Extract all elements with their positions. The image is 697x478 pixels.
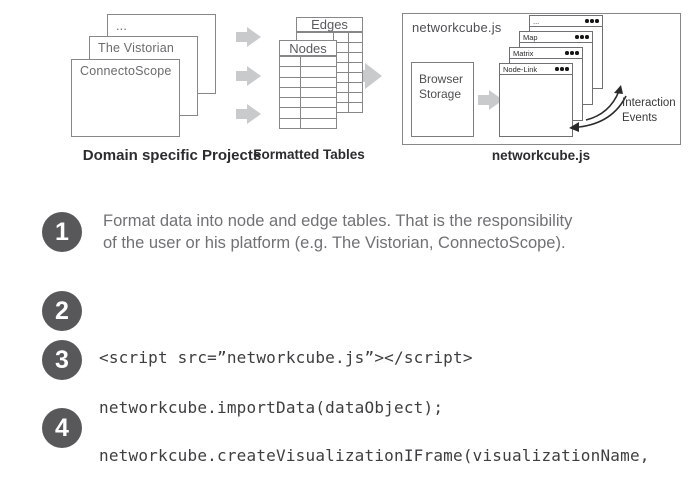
interaction-arrows-icon (569, 85, 627, 132)
caption-domain-specific-projects: Domain specific Projects (82, 147, 262, 164)
window-dots-icon (563, 51, 579, 55)
step-1-text: Format data into node and edge tables. T… (103, 212, 573, 252)
runtime-box-label: networkcube.js (412, 20, 502, 35)
step-2-code: <script src=”networkcube.js”></script> (99, 348, 473, 367)
step-4-badge: 4 (42, 408, 82, 448)
project-card-label: ... (116, 19, 128, 33)
window-dots-icon (573, 35, 589, 39)
edges-table-header: Edges (297, 17, 362, 32)
window-dots-icon (553, 67, 569, 71)
project-card-connectoscope: ConnectoScope (71, 59, 180, 137)
viz-window-title: ... (533, 16, 540, 26)
viz-window-node-link: Node-Link (499, 63, 573, 137)
project-card-label: ConnectoScope (80, 64, 172, 78)
interaction-events-label: Interaction Events (622, 97, 676, 124)
caption-networkcube-js: networkcube.js (491, 148, 591, 163)
nodes-table-grid (280, 56, 336, 128)
viz-window-title: Node-Link (503, 64, 538, 74)
nodes-table: Nodes (279, 40, 337, 129)
flow-arrow-icon (236, 66, 261, 86)
step-3-code: networkcube.importData(dataObject); (99, 398, 444, 417)
nodes-table-header: Nodes (280, 41, 336, 56)
project-card-label: The Vistorian (98, 41, 175, 55)
browser-storage-box: Browser Storage (411, 62, 474, 137)
step-4-code: networkcube.createVisualizationIFrame(vi… (99, 446, 650, 465)
viz-window-title: Map (523, 32, 538, 42)
flow-arrow-icon (236, 27, 261, 47)
caption-formatted-tables: Formatted Tables (253, 147, 365, 162)
flow-arrow-icon (236, 104, 261, 124)
browser-storage-line: Storage (419, 87, 462, 101)
step-3-badge: 3 (42, 340, 82, 380)
viz-window-title: Matrix (513, 48, 534, 58)
window-dots-icon (583, 19, 599, 23)
browser-storage-line: Browser (419, 72, 464, 86)
step-2-badge: 2 (42, 291, 82, 331)
step-1-badge: 1 (42, 212, 82, 252)
